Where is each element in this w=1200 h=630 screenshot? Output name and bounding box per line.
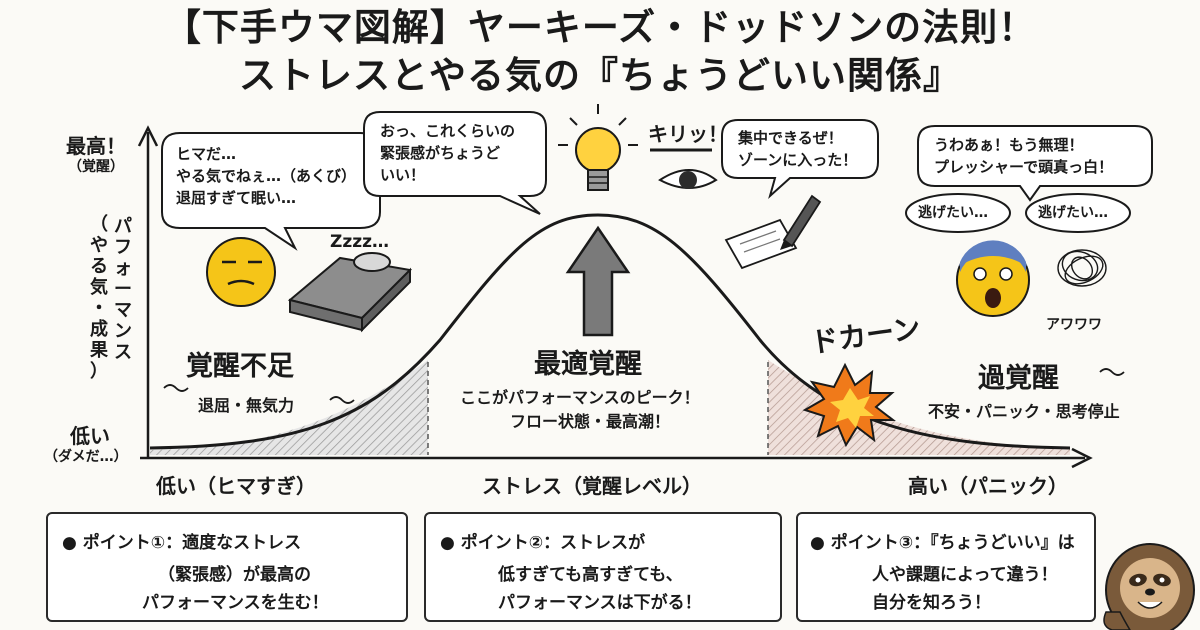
bubble-focus-text: 集中できるぜ！ゾーンに入った！ [738,129,858,169]
sloth-mascot-icon [1103,543,1195,630]
y-axis-top-sublabel: （覚醒） [68,159,124,175]
high-zone-squiggle [1099,368,1125,376]
bubble-bored-text: ヒマだ…やる気でねぇ…（あくび）退屈すぎて眠い… [176,145,357,207]
bubble-escape-b-outline [1025,193,1131,233]
bubble-optimal-outline [363,111,547,215]
zone-mid-title: 最適覚醒 [534,349,642,380]
bubble-focus-outline [721,119,879,200]
y-axis-bottom-label: 低い [70,424,110,448]
point-2-line-2: パフォーマンスは下がる！ [498,593,702,613]
low-arousal-zone-fill [150,360,428,455]
title-line-1: 【下手ウマ図解】ヤーキーズ・ドッドソンの法則！ [163,6,1037,49]
explosion-icon [802,362,896,448]
light-bulb-icon [558,104,638,191]
point-box-2: ● ポイント②：ストレスが 低すぎても高すぎても、 パフォーマンスは下がる！ [424,512,782,622]
x-axis-left-label: 低い（ヒマすぎ） [156,474,316,498]
point-1-heading: ● ポイント①：適度なストレス [62,533,302,553]
pen-writing-icon [724,194,822,270]
zone-low-subtitle: 退屈・無気力 [198,396,295,415]
title-line-2: ストレスとやる気の『ちょうどいい関係』 [239,54,961,97]
zone-high-subtitle: 不安・パニック・思考停止 [928,402,1120,421]
scribble-confusion-icon [1057,249,1107,287]
y-axis-label-performance: パフォーマンス [114,216,132,363]
y-axis-bottom-sublabel: （ダメだ…） [44,449,128,465]
point-box-3: ● ポイント③：『ちょうどいい』は 人や課題によって違う！ 自分を知ろう！ [796,512,1096,622]
futon-bed-icon [287,252,413,333]
point-2-heading: ● ポイント②：ストレスが [440,533,646,553]
point-box-1: ● ポイント①：適度なストレス （緊張感）が最高の パフォーマンスを生む！ [46,512,408,622]
zone-mid-subtitle-2: フロー状態・最高潮！ [510,412,671,431]
panic-face-icon [956,240,1030,317]
sfx-kiri: キリッ！ [648,122,728,146]
bubble-escape-a-text: 逃げたい… [918,205,988,221]
x-axis-center-label: ストレス（覚醒レベル） [482,474,702,498]
x-axis-arrowhead [1071,447,1093,469]
sfx-awawa: アワワワ [1046,317,1102,333]
low-zone-squiggle [163,384,189,392]
zone-mid-subtitle-1: ここがパフォーマンスのピーク！ [460,388,700,407]
point-3-heading: ● ポイント③：『ちょうどいい』は [810,533,1075,553]
y-axis-label-paren: （やる気・成果） [90,214,108,382]
focused-eye-icon [650,148,718,189]
low-zone-squiggle-2 [329,396,355,404]
point-3-line-2: 自分を知ろう！ [872,593,991,613]
zone-low-title: 覚醒不足 [186,351,294,382]
bubble-optimal-text: おっ、これくらいの緊張感がちょうどいい！ [380,122,516,184]
point-1-line-2: パフォーマンスを生む！ [142,593,329,613]
bubble-escape-b-text: 逃げたい… [1038,205,1108,221]
y-axis-arrowhead [137,125,159,147]
sfx-zzz: Zzzz… [330,232,390,252]
x-axis-right-label: 高い（パニック） [908,474,1068,498]
bored-face-icon [206,237,276,307]
point-3-line-1: 人や課題によって違う！ [872,565,1058,585]
bubble-panic-text: うわあぁ！もう無理！プレッシャーで頭真っ白！ [934,136,1114,176]
point-2-line-1: 低すぎても高すぎても、 [498,565,683,585]
y-axis-top-label: 最高！ [66,134,126,158]
bubble-panic-outline [917,125,1153,202]
zone-high-title: 過覚醒 [978,363,1059,394]
point-1-line-1: （緊張感）が最高の [158,565,311,585]
bubble-escape-a-outline [905,193,1011,233]
peak-up-arrow [565,225,631,337]
